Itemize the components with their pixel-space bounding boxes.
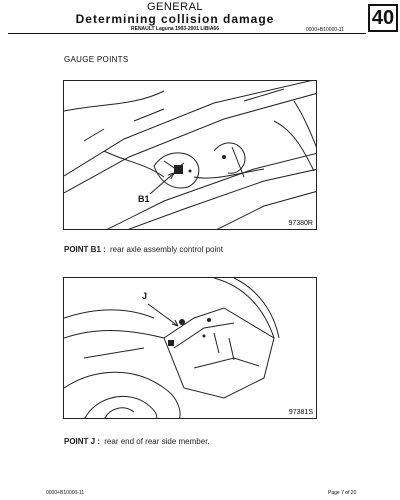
figure-b1-caption: POINT B1 : rear axle assembly control po… bbox=[64, 245, 223, 254]
page-header: GENERAL Determining collision damage REN… bbox=[0, 0, 400, 34]
figure-j-caption-text: rear end of rear side member. bbox=[104, 437, 210, 446]
section-title: GENERAL bbox=[146, 1, 204, 13]
header-divider bbox=[8, 33, 366, 34]
chapter-badge: 40 bbox=[368, 4, 398, 32]
figure-j-caption-key: POINT J : bbox=[64, 437, 101, 446]
figure-b1-drawing bbox=[64, 81, 316, 229]
figure-j: J 97381S bbox=[63, 277, 317, 419]
section-heading: GAUGE POINTS bbox=[64, 55, 129, 64]
figure-j-number: 97381S bbox=[288, 409, 313, 416]
figure-b1-caption-key: POINT B1 : bbox=[64, 245, 106, 254]
figure-b1: B1 97380R bbox=[63, 80, 317, 230]
figure-j-drawing bbox=[64, 278, 280, 418]
figure-b1-label: B1 bbox=[137, 194, 151, 204]
page-number: Page 7 of 20 bbox=[328, 490, 357, 496]
figure-b1-caption-text: rear axle assembly control point bbox=[110, 245, 223, 254]
figure-j-caption: POINT J : rear end of rear side member. bbox=[64, 437, 210, 446]
figure-j-label: J bbox=[141, 291, 149, 301]
document-reference: 0000+B10000-11 bbox=[305, 27, 344, 33]
footer-reference: 0000+B10000-11 bbox=[46, 490, 85, 496]
figure-b1-number: 97380R bbox=[288, 220, 313, 227]
page-title: Determining collision damage bbox=[75, 12, 275, 26]
vehicle-model: RENAULT Laguna 1993-2001 LIBIA66 bbox=[131, 26, 219, 32]
